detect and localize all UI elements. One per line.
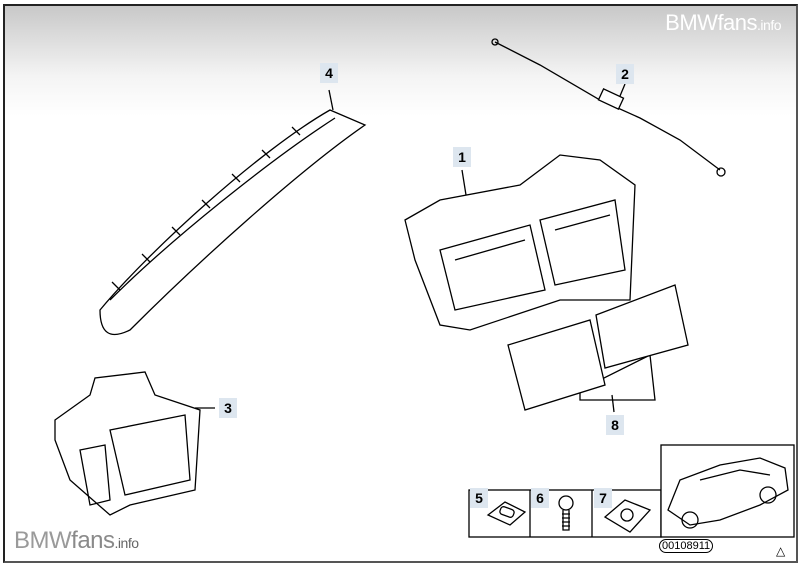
diagram-code: 00108911 bbox=[659, 539, 714, 553]
car-outline bbox=[667, 457, 789, 529]
callout-2[interactable]: 2 bbox=[616, 64, 634, 84]
callout-8[interactable]: 8 bbox=[606, 415, 624, 435]
callout-5[interactable]: 5 bbox=[470, 488, 488, 508]
callout-3[interactable]: 3 bbox=[219, 398, 237, 418]
callout-1[interactable]: 1 bbox=[453, 147, 471, 167]
part-1-dual-vent bbox=[404, 154, 636, 331]
part-6-screw bbox=[558, 495, 574, 531]
part-5-clip bbox=[486, 501, 527, 526]
triangle-icon: △ bbox=[776, 544, 786, 558]
callout-6[interactable]: 6 bbox=[531, 488, 549, 508]
part-4-trim-strip bbox=[99, 89, 367, 336]
part-7-nut bbox=[603, 499, 652, 533]
watermark-brand: BMW bbox=[14, 527, 72, 554]
watermark-suffix: .info bbox=[757, 17, 781, 33]
callout-7[interactable]: 7 bbox=[594, 488, 612, 508]
part-8-pads bbox=[507, 284, 689, 413]
part-3-single-vent bbox=[54, 371, 215, 516]
watermark-top: BMWfans.info bbox=[665, 10, 781, 36]
watermark-suffix: .info bbox=[114, 535, 139, 551]
part-2-cable bbox=[491, 38, 726, 177]
watermark-brand: BMW bbox=[665, 10, 718, 35]
callout-4[interactable]: 4 bbox=[320, 63, 338, 83]
watermark-brand-b: fans bbox=[717, 10, 758, 35]
watermark-brand-b: fans bbox=[71, 527, 115, 554]
watermark-bottom: BMWfans.info bbox=[14, 527, 139, 555]
